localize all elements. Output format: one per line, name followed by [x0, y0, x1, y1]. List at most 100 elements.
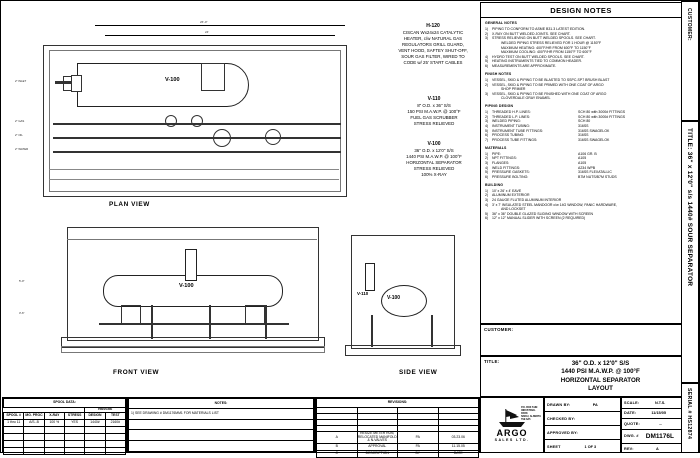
notes-section-heading: MATERIALS	[485, 145, 507, 150]
title-label: TITLE:	[484, 359, 500, 364]
signoff-value[interactable]: PA	[592, 402, 598, 407]
notes-line: 4)3' x 7' INSULATED STEEL MANDOOR c/w 14…	[485, 203, 677, 208]
drawing-info-value[interactable]: DM1176L	[645, 432, 674, 440]
plan-inlet-flange	[71, 75, 82, 92]
notes-line: 1)PIPING TO CONFORM TO ASME B31.3 LATEST…	[485, 27, 677, 32]
spool-title: SPOOL DATA:	[3, 398, 126, 408]
plan-meter-run	[213, 129, 231, 147]
notes-table: NOTES:1) SEE DRAWING # DM1176MM1 FOR MAT…	[127, 397, 315, 453]
logo-address-line: INDUSTRIAL	[521, 409, 536, 412]
spool-cell	[2, 433, 25, 441]
notes-line-number: 6)	[485, 174, 489, 179]
spool-cell	[23, 447, 45, 455]
design-notes-title: DESIGN NOTES	[481, 3, 681, 18]
notes-line: 1)10' x 26' x 4' EAVE	[485, 189, 677, 194]
spool-cell	[43, 440, 65, 448]
front-skid-base	[61, 337, 325, 348]
plan-skid-outline	[43, 45, 347, 197]
front-pipe-3	[265, 305, 267, 339]
spool-cell	[2, 440, 25, 448]
notes-line-number: 5)	[485, 211, 489, 216]
notes-line: 6)MEASUREMENTS ARE APPROXIMATE.	[485, 64, 677, 69]
notes-line-number: 3)	[485, 197, 489, 202]
spool-cell	[104, 447, 127, 455]
separator-spec-line: STRESS RELIEVED	[413, 166, 455, 171]
drawing-info-value[interactable]: --	[659, 421, 662, 426]
customer-vertical-strip: CUSTOMER:	[681, 1, 699, 121]
spool-cell: 1 thru 11	[2, 419, 25, 427]
notes-line-text: 24 GAUGE FLUTED ALUMINUM INTERIOR	[492, 197, 562, 202]
notes-table-grid: NOTES:1) SEE DRAWING # DM1176MM1 FOR MAT…	[128, 398, 314, 452]
drawing-info-value[interactable]: N.T.S.	[655, 400, 666, 405]
logo-address-line: P.O. BOX 5189	[521, 406, 538, 409]
notes-section-heading: BUILDING	[485, 182, 504, 187]
notes-line-value: 316SS	[578, 124, 589, 129]
separator-spec-line: HORIZONTAL SEPARATOR	[406, 160, 462, 165]
notes-line-value: 316SS SWAGELOK	[578, 128, 610, 133]
spool-cell	[43, 447, 65, 455]
notes-line-number: 1)	[485, 188, 489, 193]
signoff-value[interactable]: 1 OF 3	[584, 445, 597, 449]
plan-overall-dim: 26'-0"	[200, 20, 208, 24]
front-scrubber-v110	[185, 249, 197, 281]
drawing-info-row: REV:A	[622, 444, 681, 455]
notes-section-heading: PIPING DESIGN	[485, 104, 514, 109]
notes-line-number: 1)	[485, 151, 489, 156]
signoff-label: SHEET	[547, 445, 561, 449]
notes-table-row	[128, 418, 314, 431]
revisions-by: PA	[397, 442, 439, 451]
front-view-label: FRONT VIEW	[113, 369, 160, 376]
revisions-empty-row	[316, 425, 479, 432]
notes-line: MAXIMUM HEATING: 400°F/HR FROM 600°F TO …	[485, 46, 677, 51]
drawing-info-value[interactable]: A	[655, 446, 659, 451]
plan-header-pipe-3	[53, 151, 341, 154]
spool-column-header: MG. PROC	[23, 412, 45, 420]
side-skid-base	[345, 345, 461, 356]
notes-table-row	[128, 440, 314, 452]
notes-line-text: ALUMINUM EXTERIOR	[492, 193, 530, 198]
logo-sub: SALES LTD.	[494, 438, 530, 442]
notes-section-heading: FINISH NOTES	[485, 71, 512, 76]
revisions-rev: B	[316, 442, 358, 451]
notes-line-text: WELDED PIPING STRESS RELIEVED FOR 1 HOUR…	[501, 40, 602, 45]
front-header-pipe	[99, 323, 289, 325]
notes-line: 1)THREADED H.P. LINES:SCH 80 with 3000# …	[485, 110, 677, 115]
drawing-info-value[interactable]: 11/15/05	[651, 411, 666, 416]
notes-line-text: 12" x 12" MANUAL SLIDER WITH SCREEN (2 R…	[492, 216, 586, 221]
notes-line: 1)PIPE:A106 GR. B	[485, 152, 677, 157]
notes-table-row	[128, 429, 314, 442]
plan-header-pipe-2	[53, 137, 341, 140]
notes-line-text: HYDRO TEST ON BUTT WELDED SPOOLS. SEE CH…	[492, 54, 585, 59]
revisions-date: DATE	[437, 449, 479, 458]
notes-line-text: PIPE:	[492, 151, 501, 156]
notes-line-text: WELDED PIPING:	[492, 119, 521, 124]
notes-line-text: INSTRUMENT TUBE FITTINGS:	[492, 128, 544, 133]
notes-line: WELDED PIPING STRESS RELIEVED FOR 1 HOUR…	[485, 41, 677, 46]
notes-line-number: 2)	[485, 156, 489, 161]
notes-line: 2)ALUMINUM EXTERIOR	[485, 193, 677, 198]
notes-table-row: 1) SEE DRAWING # DM1176MM1 FOR MATERIALS…	[128, 407, 314, 420]
notes-line-text: 10' x 26' x 4' EAVE	[492, 188, 522, 193]
title-vertical-strip: TITLE: 36" x 12'0" s/s 1440# SOUR SEPARA…	[681, 121, 699, 383]
signoff-row: APPROVED BY:	[545, 426, 620, 440]
notes-line-number: 6)	[485, 133, 489, 138]
side-pipe-2	[431, 315, 433, 347]
notes-line-value: SCH 80	[578, 119, 591, 124]
spool-cell	[2, 447, 25, 455]
heater-tag: H-120	[426, 23, 440, 29]
drawing-info-row: SCALE:N.T.S.	[622, 398, 681, 409]
plan-inlet-pipe	[55, 81, 81, 84]
notes-line: 5)36" x 36" DOUBLE GLAZED SLIDING WINDOW…	[485, 212, 677, 217]
notes-line-number: 5)	[485, 128, 489, 133]
title-line: 1440 PSI M.A.W.P. @ 100°F	[561, 368, 640, 376]
logo-address-line: NISKU, ALBERTA	[521, 415, 541, 418]
